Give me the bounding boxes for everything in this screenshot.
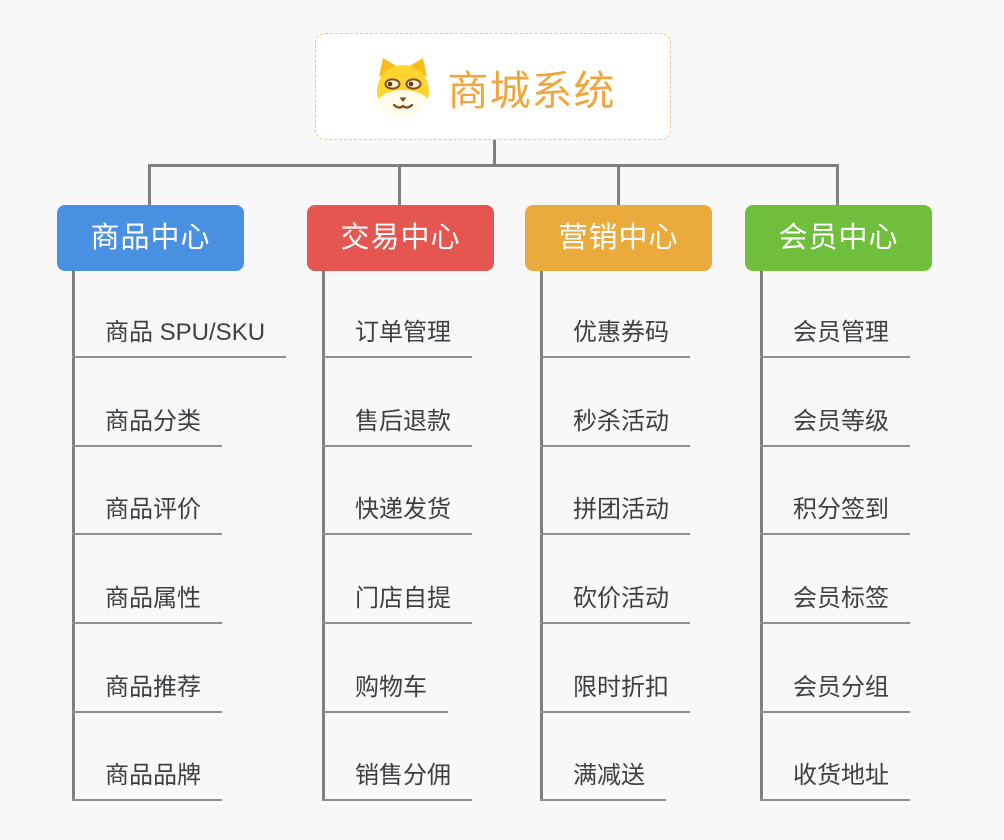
leaf-node[interactable]: 积分签到 (760, 495, 910, 535)
root-node[interactable]: 商城系统 (315, 33, 671, 140)
branch-node-marketing-center[interactable]: 营销中心 (525, 205, 712, 271)
leaf-node[interactable]: 商品评价 (72, 495, 222, 535)
branch-node-product-center[interactable]: 商品中心 (57, 205, 244, 271)
leaf-node[interactable]: 会员等级 (760, 407, 910, 447)
root-stem-line (493, 140, 496, 167)
leaf-node[interactable]: 会员管理 (760, 318, 910, 358)
leaf-node[interactable]: 购物车 (322, 673, 448, 713)
drop-line-product (148, 164, 151, 207)
leaf-node[interactable]: 优惠券码 (540, 318, 690, 358)
leaf-node[interactable]: 会员标签 (760, 584, 910, 624)
drop-line-marketing (617, 164, 620, 207)
leaf-node[interactable]: 售后退款 (322, 407, 472, 447)
leaf-node[interactable]: 门店自提 (322, 584, 472, 624)
dog-face-icon (376, 57, 429, 117)
leaf-node[interactable]: 商品品牌 (72, 761, 222, 801)
branch-bus-line (148, 164, 839, 167)
branch-column-product: 商品中心 商品 SPU/SKU 商品分类 商品评价 商品属性 商品推荐 商品品牌 (57, 205, 287, 825)
branch-stem-line (72, 271, 75, 801)
root-title: 商城系统 (447, 67, 616, 114)
drop-line-trade (398, 164, 401, 207)
leaf-node[interactable]: 满减送 (540, 761, 666, 801)
branch-stem-line (540, 271, 543, 801)
branch-node-member-center[interactable]: 会员中心 (745, 205, 932, 271)
leaf-node[interactable]: 快递发货 (322, 495, 472, 535)
branch-column-trade: 交易中心 订单管理 售后退款 快递发货 门店自提 购物车 销售分佣 (307, 205, 494, 825)
leaf-node[interactable]: 商品 SPU/SKU (72, 318, 287, 358)
leaf-node[interactable]: 限时折扣 (540, 673, 690, 713)
leaf-node[interactable]: 商品推荐 (72, 673, 222, 713)
leaf-node[interactable]: 订单管理 (322, 318, 472, 358)
leaf-node[interactable]: 销售分佣 (322, 761, 472, 801)
drop-line-member (836, 164, 839, 207)
leaf-node[interactable]: 拼团活动 (540, 495, 690, 535)
branch-node-trade-center[interactable]: 交易中心 (307, 205, 494, 271)
leaf-node[interactable]: 秒杀活动 (540, 407, 690, 447)
branch-column-marketing: 营销中心 优惠券码 秒杀活动 拼团活动 砍价活动 限时折扣 满减送 (525, 205, 712, 825)
leaf-node[interactable]: 商品属性 (72, 584, 222, 624)
leaf-node[interactable]: 砍价活动 (540, 584, 690, 624)
branch-column-member: 会员中心 会员管理 会员等级 积分签到 会员标签 会员分组 收货地址 (745, 205, 932, 825)
leaf-node[interactable]: 商品分类 (72, 407, 222, 447)
branch-stem-line (760, 271, 763, 801)
branch-stem-line (322, 271, 325, 801)
leaf-node[interactable]: 收货地址 (760, 761, 910, 801)
leaf-node[interactable]: 会员分组 (760, 673, 910, 713)
